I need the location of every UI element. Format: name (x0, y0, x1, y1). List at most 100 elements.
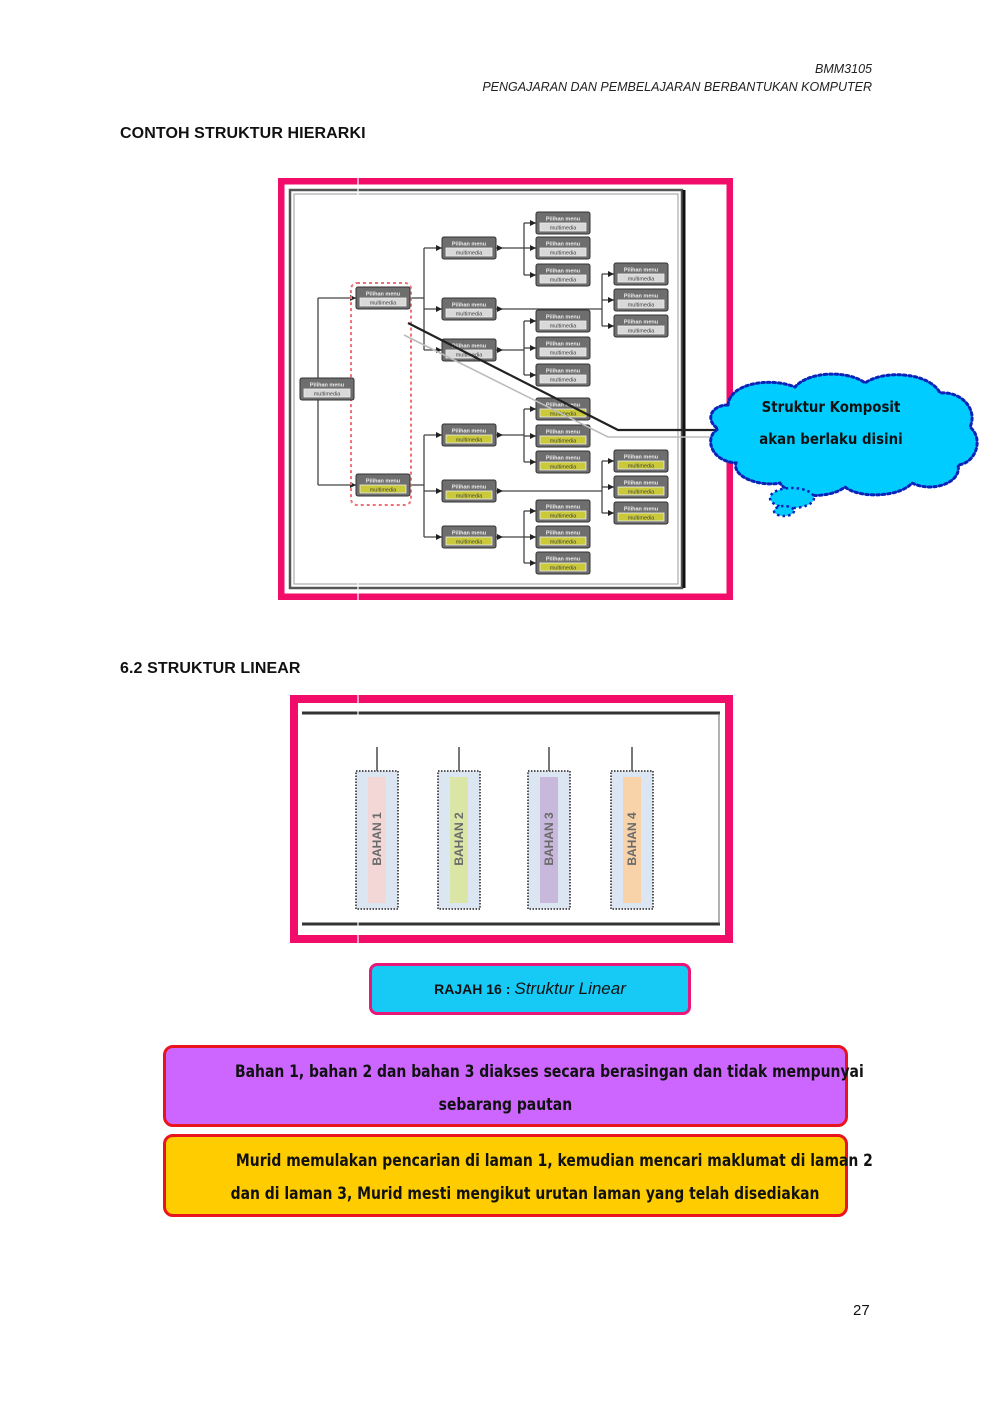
bahan-label: BAHAN 2 (452, 812, 466, 866)
node-subbox (617, 512, 665, 522)
linear-diagram-svg (290, 695, 733, 943)
node-label-line1: Pilihan menu (546, 315, 580, 321)
node-label-line1: Pilihan menu (546, 242, 580, 248)
node-subbox (539, 536, 587, 546)
arrowhead-icon (608, 271, 614, 277)
cloud-bubble-large (768, 486, 816, 510)
node-label-line1: Pilihan menu (452, 344, 486, 350)
page-number: 27 (853, 1302, 870, 1319)
cloud-shape (709, 372, 979, 518)
node-subbox (359, 297, 407, 307)
arrowhead-icon (608, 484, 614, 490)
node-subbox (617, 273, 665, 283)
hierarchy-node: Pilihan menu multimedia (441, 423, 497, 447)
node-subbox (303, 388, 351, 398)
bahan-color-band (368, 777, 386, 903)
node-label-line1: Pilihan menu (452, 429, 486, 435)
node-subbox (445, 490, 493, 500)
node-subbox (539, 347, 587, 357)
node-label-line2: multimedia (550, 539, 578, 545)
node-subbox (539, 320, 587, 330)
note-line: dan di laman 3, Murid mesti mengikut uru… (230, 1184, 820, 1204)
arrowhead-icon (497, 347, 503, 353)
node-label-line1: Pilihan menu (624, 507, 658, 513)
node-label-line2: multimedia (550, 350, 578, 356)
node-label-line1: Pilihan menu (546, 531, 580, 537)
hierarchy-node: Pilihan menu multimedia (535, 525, 591, 549)
arrowhead-icon (436, 488, 442, 494)
arrowhead-icon (497, 488, 503, 494)
bahan-color-band (623, 777, 641, 903)
bahan-label: BAHAN 3 (542, 812, 556, 866)
node-label-line2: multimedia (628, 276, 656, 282)
note-box-linear-access: Bahan 1, bahan 2 dan bahan 3 diakses sec… (163, 1045, 864, 1127)
node-subbox (445, 308, 493, 318)
linear-section-title: 6.2 STRUKTUR LINEAR (120, 660, 301, 677)
hierarchy-node: Pilihan menu multimedia (613, 262, 669, 286)
bahan-label: BAHAN 1 (370, 812, 384, 866)
node-label-line1: Pilihan menu (624, 481, 658, 487)
node-subbox (617, 460, 665, 470)
hierarchy-node: Pilihan menu multimedia (535, 211, 591, 235)
arrowhead-icon (530, 272, 536, 278)
node-label-line1: Pilihan menu (452, 485, 486, 491)
node-label-line1: Pilihan menu (624, 455, 658, 461)
node-label-line1: Pilihan menu (546, 456, 580, 462)
node-label-line1: Pilihan menu (366, 479, 400, 485)
node-label-line2: multimedia (370, 300, 398, 306)
node-label-line1: Pilihan menu (546, 217, 580, 223)
arrowhead-icon (608, 510, 614, 516)
node-label-line1: Pilihan menu (452, 303, 486, 309)
node-label-line1: Pilihan menu (452, 531, 486, 537)
note-line: Bahan 1, bahan 2 dan bahan 3 diakses sec… (235, 1062, 864, 1082)
node-label-line1: Pilihan menu (546, 369, 580, 375)
arrowhead-icon (497, 432, 503, 438)
node-label-line2: multimedia (550, 225, 578, 231)
node-label-line2: multimedia (628, 328, 656, 334)
node-subbox (539, 435, 587, 445)
node-label-line2: multimedia (550, 513, 578, 519)
node-subbox (539, 247, 587, 257)
arrowhead-icon (530, 245, 536, 251)
arrowhead-icon (436, 245, 442, 251)
arrowhead-icon (436, 306, 442, 312)
callout-pointer-line (407, 322, 733, 432)
arrowhead-icon (530, 459, 536, 465)
node-label-line2: multimedia (550, 464, 578, 470)
arrowhead-icon (530, 345, 536, 351)
arrowhead-icon (497, 245, 503, 251)
note-line: Murid memulakan pencarian di laman 1, ke… (235, 1151, 873, 1171)
node-label-line2: multimedia (456, 493, 484, 499)
node-label-line1: Pilihan menu (546, 342, 580, 348)
cloud-text-line2: akan berlaku disini (759, 430, 903, 448)
node-subbox (539, 222, 587, 232)
hierarchy-node: Pilihan menu multimedia (441, 479, 497, 503)
node-label-line1: Pilihan menu (546, 430, 580, 436)
hierarchy-node: Pilihan menu multimedia (535, 309, 591, 333)
arrowhead-icon (530, 406, 536, 412)
arrowhead-icon (530, 318, 536, 324)
note-box-linear-sequence: Murid memulakan pencarian di laman 1, ke… (163, 1134, 873, 1217)
node-label-line2: multimedia (550, 323, 578, 329)
node-label-line2: multimedia (456, 311, 484, 317)
node-label-line2: multimedia (456, 437, 484, 443)
node-label-line1: Pilihan menu (366, 292, 400, 298)
bahan-label: BAHAN 4 (625, 812, 639, 866)
node-subbox (539, 374, 587, 384)
node-subbox (445, 536, 493, 546)
node-label-line1: Pilihan menu (624, 268, 658, 274)
arrowhead-icon (530, 534, 536, 540)
node-subbox (445, 247, 493, 257)
